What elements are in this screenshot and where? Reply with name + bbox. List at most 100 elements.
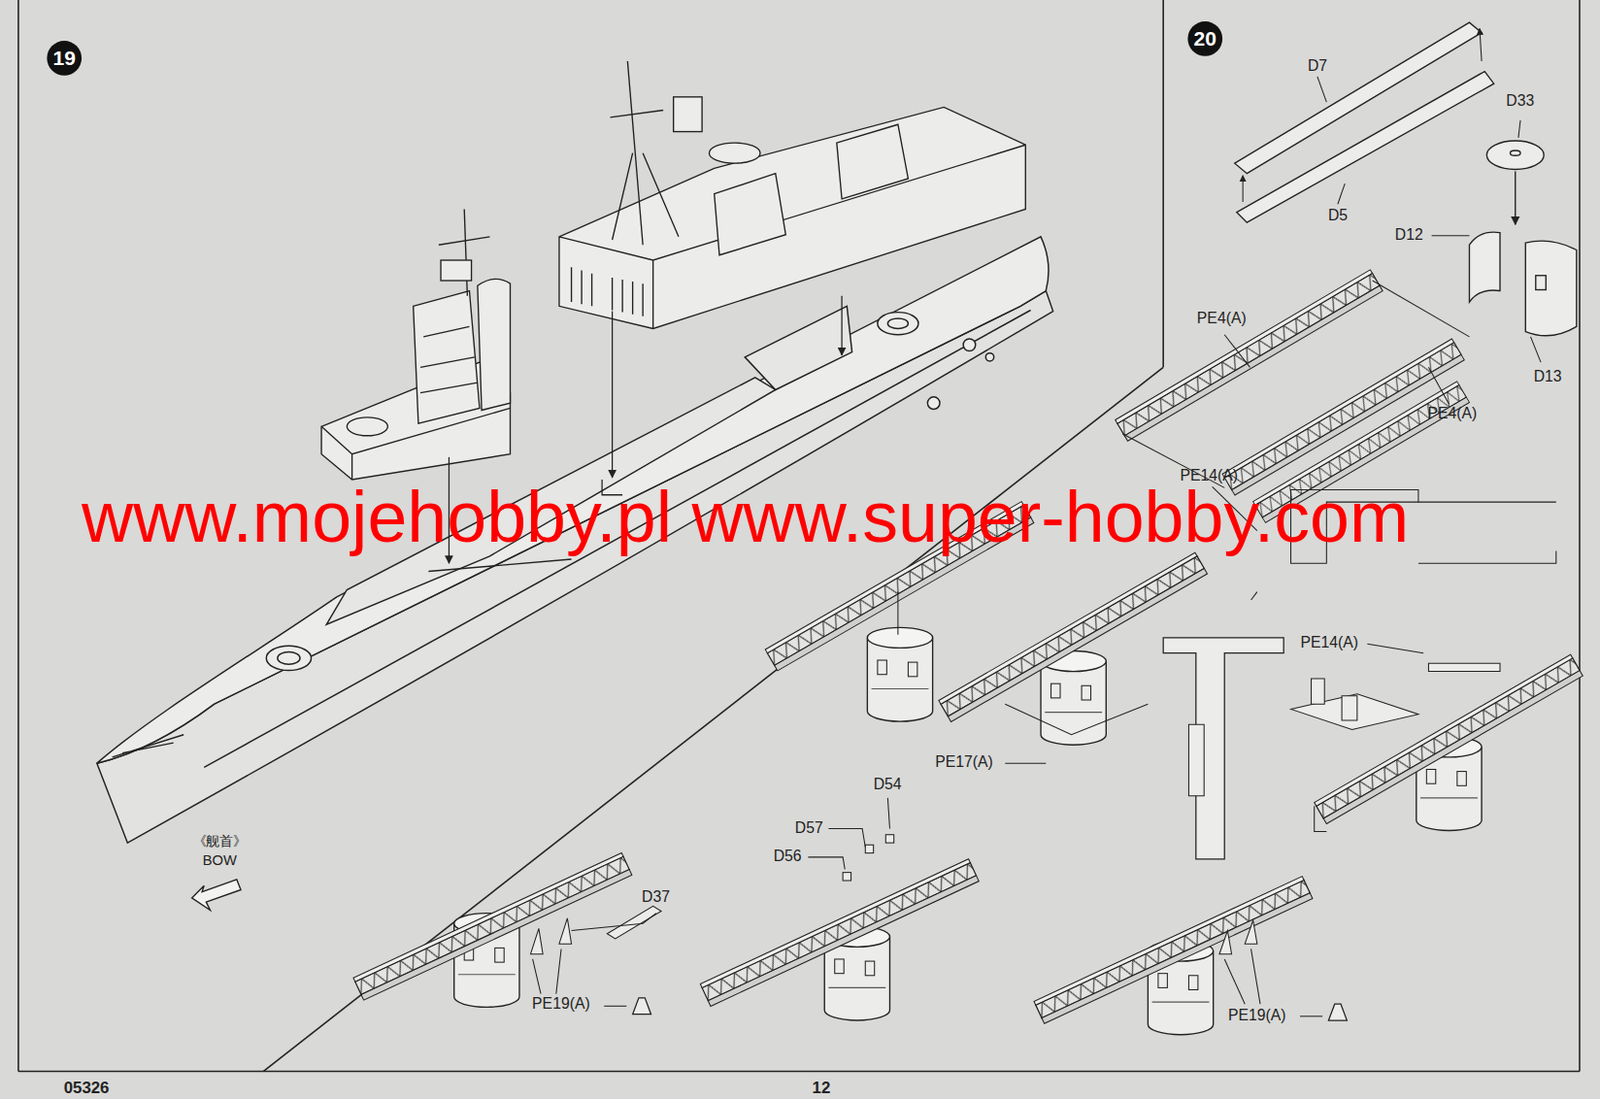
leader-line: [1366, 643, 1424, 653]
part-label: PE4(A): [1427, 404, 1477, 422]
step-number-text: 20: [1194, 27, 1217, 51]
part-icon: [1328, 1003, 1347, 1021]
panel-frame: [1578, 0, 1581, 1072]
forward-superstructure: [413, 291, 480, 425]
leader-line: [1432, 234, 1470, 236]
bow-arrow: [192, 879, 241, 911]
leader-line: [1531, 336, 1542, 363]
aft-superstructure: [673, 97, 702, 133]
ship-hull: [887, 318, 908, 330]
leader-line: [1004, 763, 1046, 765]
bottom-catapults: [885, 834, 894, 843]
part-label: PE19(A): [1228, 1006, 1287, 1024]
catapult-beams: [1236, 71, 1495, 224]
catapult-beams: [1242, 175, 1244, 202]
step-number: 20: [1187, 21, 1223, 57]
forward-superstructure: [321, 208, 510, 480]
part-icon: [633, 998, 652, 1015]
ship-hull: [266, 645, 311, 670]
leader-line: [1224, 948, 1261, 1004]
bow-arrow: [192, 879, 241, 911]
turntable-parts: [1510, 150, 1522, 156]
part-label: PE4(A): [1197, 310, 1247, 328]
leader-line: [1300, 1015, 1323, 1017]
kit-number: 05326: [64, 1078, 110, 1097]
catapult-assemblies: [1163, 637, 1284, 860]
turntable-parts: [1468, 232, 1500, 302]
ship-hull: [963, 338, 976, 352]
part-label: D5: [1328, 206, 1348, 224]
direction-label: BOW: [202, 853, 237, 869]
step-number: 19: [46, 40, 82, 76]
forward-superstructure: [440, 260, 472, 281]
turntable-parts: [1514, 171, 1516, 226]
catapult-assemblies: [1311, 678, 1358, 721]
bottom-catapults: [700, 859, 979, 1007]
turntable-parts: [1486, 140, 1544, 169]
aft-superstructure: [610, 110, 665, 118]
part-label: D37: [641, 888, 670, 905]
part-label: D13: [1533, 367, 1563, 385]
catapult-assemblies: [1004, 703, 1148, 735]
aft-superstructure: [559, 61, 1026, 329]
ship-hull: [744, 305, 852, 390]
leader-line: [603, 1005, 627, 1007]
forward-superstructure: [477, 278, 511, 410]
leader-line: [807, 857, 845, 870]
ship-hull: [97, 291, 1054, 844]
panel-frame: [17, 0, 20, 1072]
direction-label: 《舰首》: [193, 834, 247, 850]
bottom-catapults: [353, 852, 633, 1000]
aft-superstructure: [571, 266, 644, 316]
catapult-beams: [1115, 22, 1495, 523]
aft-superstructure: [714, 173, 787, 256]
part-label: D7: [1307, 57, 1328, 74]
catapult-assemblies: [897, 592, 899, 635]
leader-line: [828, 828, 866, 847]
page-number: 12: [812, 1078, 832, 1097]
part-label: PE19(A): [532, 996, 591, 1013]
leader-line: [887, 798, 890, 830]
ship-hull: [985, 353, 994, 362]
part-label: D56: [773, 847, 802, 865]
ship-hull: [927, 397, 940, 410]
bottom-catapults: [531, 918, 572, 955]
panel-frame: [18, 0, 1580, 1072]
aft-superstructure: [612, 153, 679, 240]
leader-line: [1428, 366, 1449, 404]
panel-frame: [1162, 0, 1165, 367]
bottom-catapults: [1033, 876, 1313, 1025]
step-number-text: 19: [53, 46, 76, 70]
aft-superstructure: [559, 144, 1026, 329]
part-label: D54: [873, 776, 902, 794]
aft-superstructure: [836, 124, 909, 200]
bottom-catapults: [353, 834, 1313, 1035]
part-label: PE14(A): [1300, 634, 1360, 652]
catapult-assemblies: [1314, 805, 1328, 832]
catapult-beams: [1372, 280, 1470, 337]
aft-superstructure: [559, 106, 1026, 329]
catapult-assemblies: [1251, 592, 1258, 600]
part-label: D33: [1505, 93, 1534, 110]
part-label: D57: [795, 819, 824, 836]
turntable-parts: [1468, 140, 1576, 336]
bottom-catapults: [606, 905, 662, 939]
catapult-assemblies: [1040, 651, 1106, 746]
assembly-arrow: [611, 311, 613, 478]
leader-line: [1224, 334, 1250, 368]
leader-line: [1317, 76, 1327, 102]
bottom-catapults: [865, 844, 873, 853]
part-label: D12: [1395, 226, 1424, 243]
catapult-beams: [1479, 28, 1482, 62]
leader-line: [1337, 183, 1345, 204]
leader-line: [571, 913, 657, 932]
forward-superstructure: [420, 326, 478, 393]
turntable-parts: [1525, 240, 1577, 336]
forward-superstructure: [346, 417, 388, 436]
assembly-arrow: [840, 296, 842, 356]
catapult-assemblies: [1428, 663, 1500, 671]
ship-hull: [428, 559, 571, 572]
part-label: PE17(A): [934, 754, 994, 771]
catapult-assemblies: [1418, 501, 1557, 564]
